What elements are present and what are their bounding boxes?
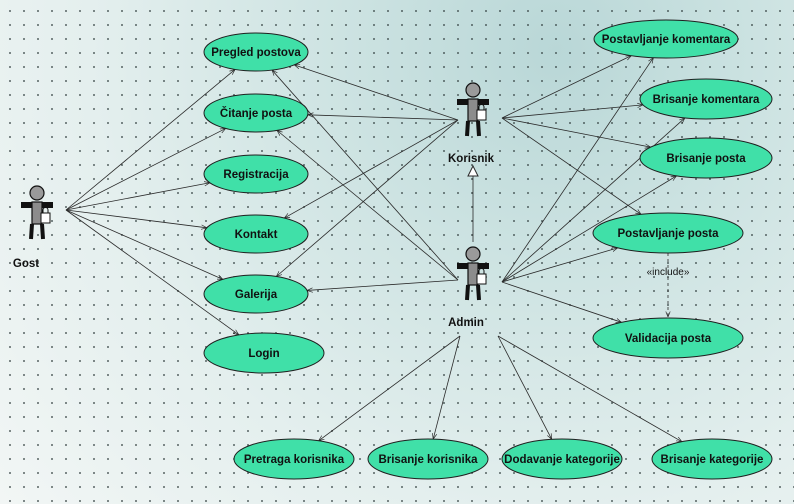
association-korisnik-post_kom <box>501 56 631 119</box>
use-case-ellipse[interactable] <box>639 78 773 120</box>
use-case-label: Postavljanje komentara <box>602 34 731 46</box>
use-case-pretraga[interactable]: Pretraga korisnika <box>233 438 355 480</box>
use-case-pregled[interactable]: Pregled postova <box>203 32 309 72</box>
actor-label: Gost <box>13 258 39 270</box>
use-case-post_post[interactable]: Postavljanje posta <box>592 212 744 254</box>
actor-badge-icon <box>476 273 487 285</box>
use-case-label: Validacija posta <box>625 333 712 345</box>
use-case-ellipse[interactable] <box>203 214 309 254</box>
associations-layer: «include» <box>65 56 690 442</box>
use-case-registracija[interactable]: Registracija <box>203 154 309 194</box>
use-case-ellipse[interactable] <box>639 137 773 179</box>
use-case-label: Brisanje komentara <box>653 94 760 106</box>
association-korisnik-galerija <box>276 119 459 277</box>
actor-legs-icon <box>465 284 481 301</box>
association-korisnik-kontakt <box>284 119 459 218</box>
association-admin-pretraga <box>319 335 461 441</box>
actor-badge-icon <box>476 109 487 121</box>
use-case-ellipse[interactable] <box>203 154 309 194</box>
use-case-post_kom[interactable]: Postavljanje komentara <box>593 19 739 59</box>
association-admin-bris_kor <box>433 335 461 439</box>
association-korisnik-post_post <box>501 117 641 214</box>
association-admin-valid <box>501 281 621 322</box>
use-case-bris_post[interactable]: Brisanje posta <box>639 137 773 179</box>
actor-head-icon <box>465 82 481 98</box>
include-label: «include» <box>647 267 690 278</box>
association-korisnik-citanje <box>308 115 459 121</box>
actor-badge-shackle-icon <box>42 207 49 213</box>
association-korisnik-bris_kom <box>501 105 643 119</box>
actor-badge-shackle-icon <box>478 268 485 274</box>
use-case-ellipse[interactable] <box>203 274 309 314</box>
use-case-kontakt[interactable]: Kontakt <box>203 214 309 254</box>
use-case-bris_kat[interactable]: Brisanje kategorije <box>651 438 773 480</box>
use-case-ellipse[interactable] <box>592 317 744 359</box>
actor-badge-icon <box>40 212 51 224</box>
use-case-label: Dodavanje kategorije <box>504 454 620 466</box>
use-case-label: Brisanje posta <box>666 153 746 165</box>
actor-head-icon <box>29 185 45 201</box>
use-case-label: Registracija <box>223 169 289 181</box>
actor-gost[interactable]: Gost <box>13 185 53 270</box>
actor-badge-shackle-icon <box>478 104 485 110</box>
association-gost-kontakt <box>65 209 207 228</box>
use-case-ellipse[interactable] <box>651 438 773 480</box>
association-admin-galerija <box>307 279 459 290</box>
use-case-ellipse[interactable] <box>203 32 309 72</box>
actor-legs-icon <box>465 120 481 137</box>
use-case-ellipse[interactable] <box>592 212 744 254</box>
use-case-bris_kom[interactable]: Brisanje komentara <box>639 78 773 120</box>
association-gost-galerija <box>65 209 223 280</box>
use-case-login[interactable]: Login <box>203 332 325 374</box>
use-case-label: Čitanje posta <box>220 107 293 120</box>
use-case-ellipse[interactable] <box>593 19 739 59</box>
association-korisnik-bris_post <box>501 117 651 147</box>
use-case-valid[interactable]: Validacija posta <box>592 317 744 359</box>
actor-label: Korisnik <box>448 153 495 165</box>
association-gost-registracija <box>65 183 210 211</box>
use-case-ellipse[interactable] <box>367 438 489 480</box>
use-case-label: Pregled postova <box>211 47 301 59</box>
association-admin-bris_kom <box>501 118 685 283</box>
association-admin-dod_kat <box>497 335 552 439</box>
association-admin-post_kom <box>501 58 653 283</box>
actor-admin[interactable]: Admin <box>448 246 489 329</box>
use-case-bris_kor[interactable]: Brisanje korisnika <box>367 438 489 480</box>
use-case-label: Postavljanje posta <box>618 228 720 240</box>
use-case-dod_kat[interactable]: Dodavanje kategorije <box>501 438 623 480</box>
association-korisnik-pregled <box>294 65 459 121</box>
actor-legs-icon <box>29 223 45 240</box>
use-case-ellipse[interactable] <box>501 438 623 480</box>
association-admin-citanje <box>277 130 459 281</box>
association-gost-pregled <box>65 69 235 211</box>
use-case-ellipse[interactable] <box>233 438 355 480</box>
use-case-galerija[interactable]: Galerija <box>203 274 309 314</box>
use-case-label: Login <box>248 348 279 360</box>
use-case-label: Brisanje korisnika <box>378 454 478 466</box>
actor-korisnik[interactable]: Korisnik <box>448 82 495 165</box>
association-gost-login <box>65 209 239 335</box>
use-case-label: Pretraga korisnika <box>244 454 345 466</box>
use-case-label: Galerija <box>235 289 278 301</box>
actor-label: Admin <box>448 317 484 329</box>
association-gost-citanje <box>65 128 226 211</box>
association-admin-post_post <box>501 248 618 283</box>
use-case-label: Kontakt <box>235 229 278 241</box>
actor-head-icon <box>465 246 481 262</box>
use-case-ellipse[interactable] <box>203 332 325 374</box>
use-case-label: Brisanje kategorije <box>661 454 764 466</box>
association-admin-bris_post <box>501 176 677 283</box>
use-case-ellipse[interactable] <box>203 93 309 133</box>
use-case-citanje[interactable]: Čitanje posta <box>203 93 309 133</box>
association-admin-bris_kat <box>497 335 682 442</box>
